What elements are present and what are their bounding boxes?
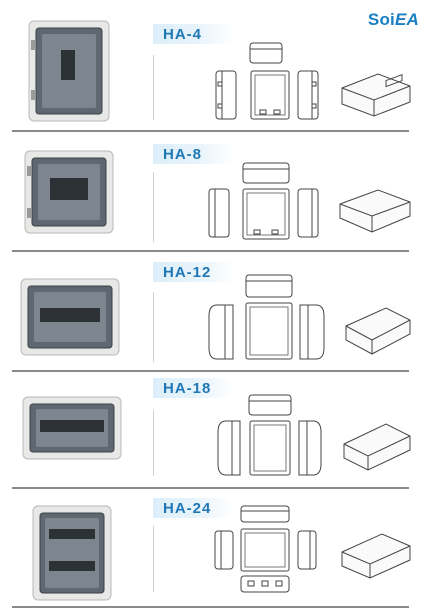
separator-line: [153, 292, 154, 362]
product-photo-ha4: [28, 20, 110, 122]
model-label-ha24: HA-24: [163, 500, 212, 517]
drawing-front-view-ha12: [245, 302, 293, 360]
drawing-bottom-view-ha24: [240, 575, 290, 593]
product-photo-ha12: [20, 278, 120, 356]
drawing-front-view-ha4: [250, 70, 290, 120]
drawing-isometric-ha8: [339, 189, 411, 233]
drawing-left-side-ha18: [217, 420, 241, 476]
model-tab-bg: [153, 378, 233, 398]
drawing-left-side-ha4: [215, 70, 237, 120]
section-divider: [12, 250, 409, 252]
separator-line: [153, 172, 154, 242]
section-divider: [12, 606, 409, 608]
drawing-left-side-ha12: [208, 304, 234, 360]
model-label-ha12: HA-12: [163, 264, 212, 281]
separator-line: [153, 526, 154, 592]
drawing-isometric-ha18: [343, 423, 411, 471]
model-label-ha18: HA-18: [163, 380, 212, 397]
drawing-front-view-ha8: [242, 188, 290, 240]
drawing-top-view-ha4: [249, 42, 283, 64]
model-tab-bg: [153, 498, 233, 518]
drawing-isometric-ha24: [341, 533, 411, 579]
model-label-ha8: HA-8: [163, 146, 203, 163]
section-divider: [12, 130, 409, 132]
brand-logo-part2: EA: [394, 10, 419, 29]
drawing-front-view-ha24: [240, 528, 290, 572]
separator-line: [153, 55, 154, 120]
drawing-right-side-ha18: [298, 420, 322, 476]
drawing-top-view-ha12: [245, 274, 293, 298]
model-label-ha4: HA-4: [163, 26, 203, 43]
drawing-top-view-ha8: [242, 162, 290, 184]
brand-logo: SoiEA: [368, 10, 419, 30]
product-photo-ha8: [24, 150, 114, 234]
drawing-front-view-ha18: [249, 420, 291, 476]
brand-logo-part1: Soi: [367, 10, 395, 29]
drawing-top-view-ha24: [240, 505, 290, 523]
section-divider: [12, 487, 409, 489]
drawing-right-side-ha4: [297, 70, 319, 120]
separator-line: [153, 410, 154, 476]
product-photo-ha24: [32, 505, 112, 601]
drawing-isometric-ha4: [341, 73, 411, 117]
model-tab-bg: [153, 262, 233, 282]
section-divider: [12, 370, 409, 372]
drawing-left-side-ha24: [214, 530, 234, 570]
model-tab-bg: [153, 144, 233, 164]
drawing-right-side-ha24: [297, 530, 317, 570]
drawing-left-side-ha8: [208, 188, 230, 238]
product-photo-ha18: [22, 396, 122, 460]
drawing-right-side-ha12: [299, 304, 325, 360]
drawing-isometric-ha12: [345, 307, 411, 355]
drawing-right-side-ha8: [297, 188, 319, 238]
model-tab-bg: [153, 24, 233, 44]
drawing-top-view-ha18: [248, 394, 292, 416]
